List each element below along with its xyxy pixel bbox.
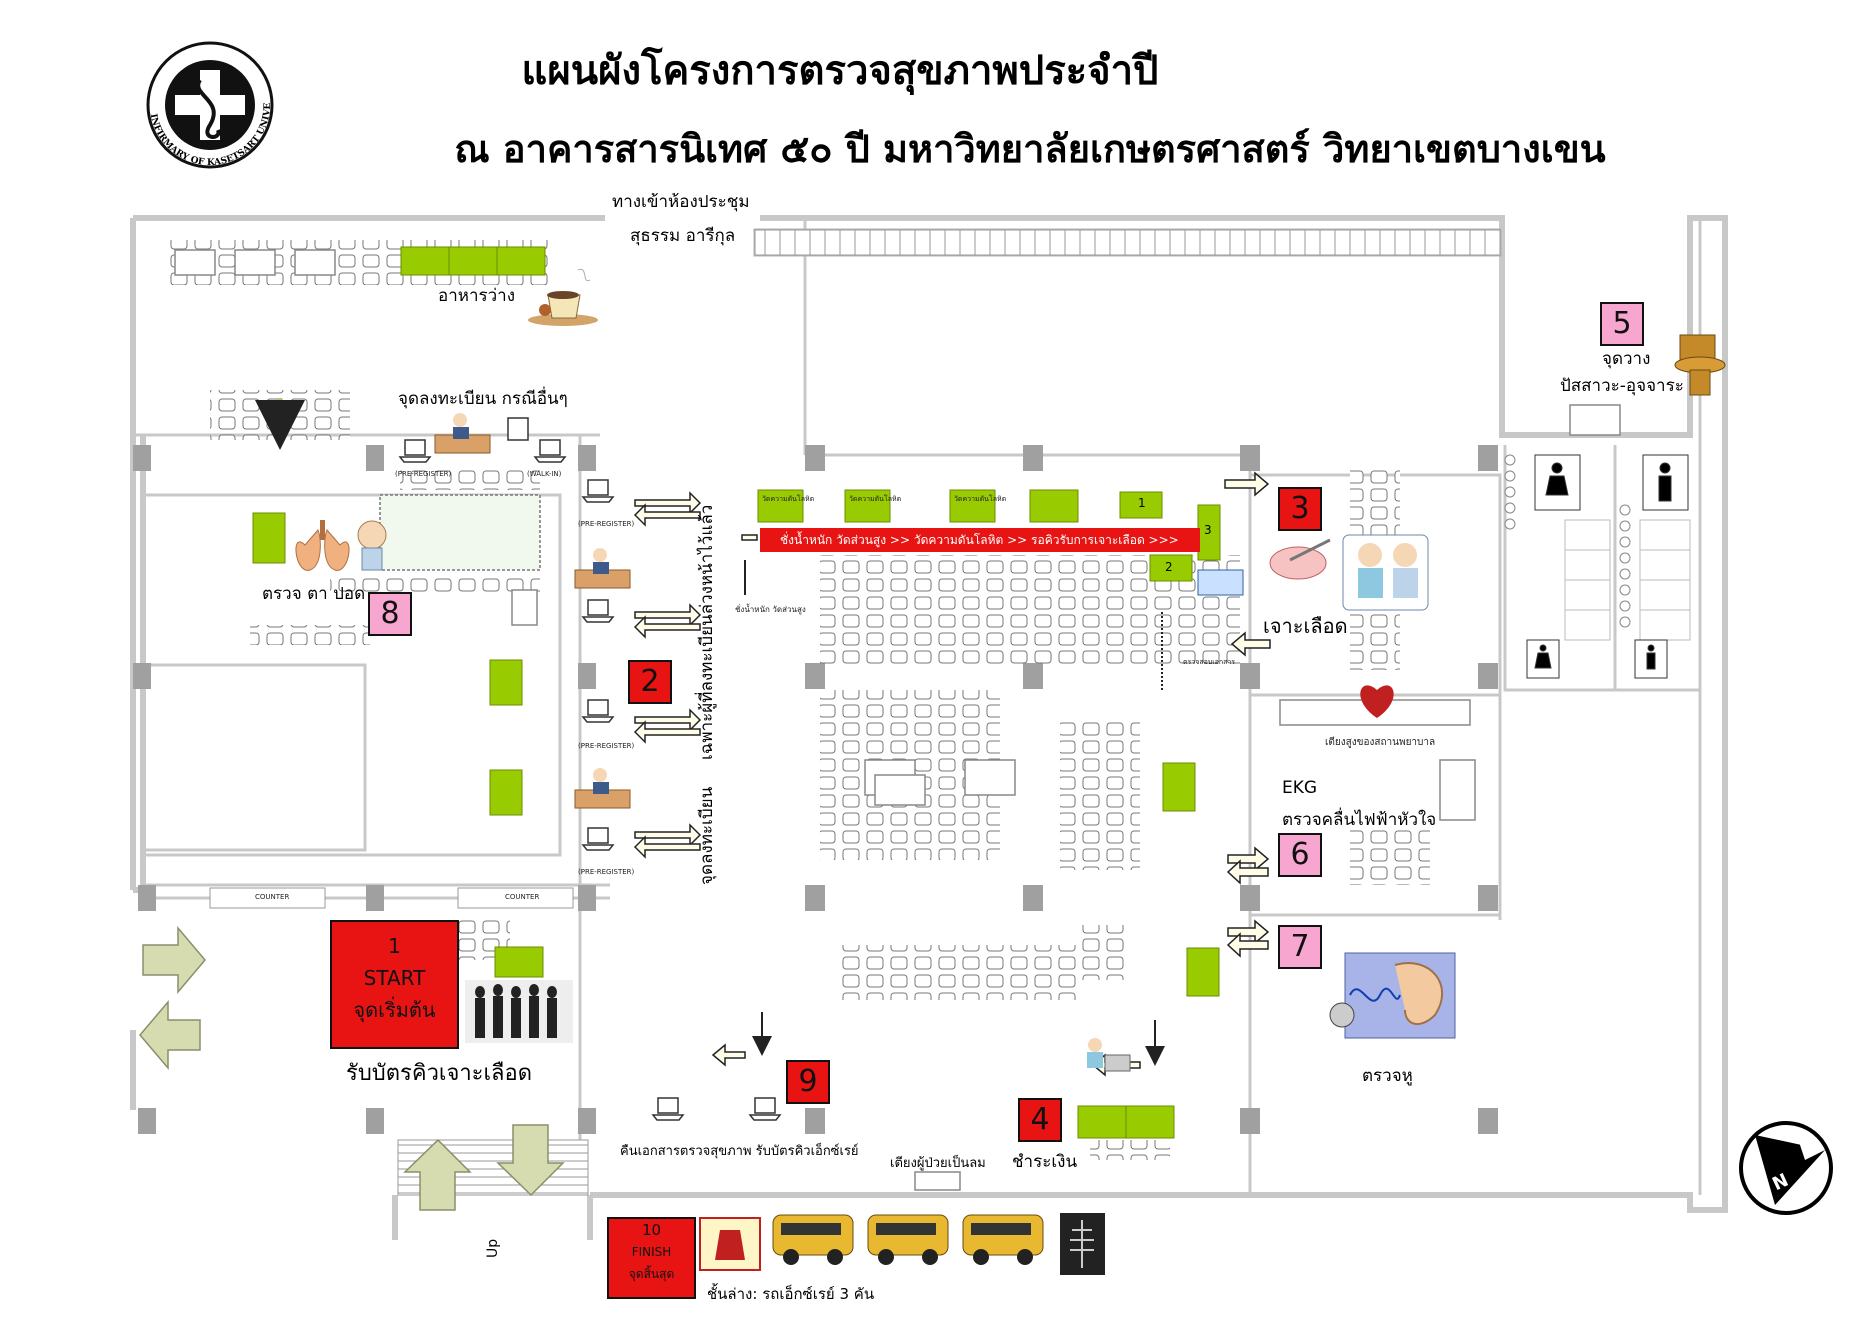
- xray-truck-icons: [699, 1213, 1105, 1275]
- ekg-label: EKG: [1282, 778, 1318, 798]
- weight-label: ชั่งน้ำหนัก วัดส่วนสูง: [735, 605, 806, 614]
- up-label: Up: [485, 1238, 501, 1258]
- station-1-label: 1: [1138, 496, 1146, 510]
- queue-people-icon: [465, 980, 573, 1043]
- heart-icon: [1360, 685, 1394, 718]
- page-subtitle: ณ อาคารสารนิเทศ ๕๐ ปี มหาวิทยาลัยเกษตรศา…: [454, 127, 1606, 171]
- eye-lung-label: ตรวจ ตา ปอด: [262, 584, 366, 604]
- station-1-number: 1: [388, 934, 401, 958]
- station-1-en: START: [363, 966, 426, 990]
- bp-label-2: วัดความดันโลหิต: [849, 495, 902, 503]
- flow-band: [760, 528, 1200, 552]
- page-title: แผนผังโครงการตรวจสุขภาพประจำปี: [521, 48, 1159, 94]
- toilet-label-1: จุดวาง: [1602, 349, 1651, 369]
- snack-label: อาหารว่าง: [438, 286, 516, 306]
- direction-lines: [255, 398, 1165, 1066]
- blood-draw-icon: [1197, 534, 1429, 611]
- downstairs-label: ชั้นล่าง: รถเอ็กซ์เรย์ 3 คัน: [707, 1285, 875, 1303]
- sinks: [1504, 454, 1631, 628]
- ear-label: ตรวจหู: [1362, 1066, 1413, 1086]
- bp-label-1: วัดความดันโลหิต: [762, 495, 815, 503]
- station-8-badge: 8: [368, 592, 412, 636]
- return-docs-label: คืนเอกสารตรวจสุขภาพ รับบัตรคิวเอ็กซ์เรย์: [620, 1144, 859, 1159]
- station-7-badge: 7: [1278, 925, 1322, 969]
- station-3-badge: 3: [1278, 487, 1322, 531]
- counter-label-2: COUNTER: [505, 893, 540, 901]
- coffee-icon: [528, 268, 598, 326]
- other-registration-label: จุดลงทะเบียน กรณีอื่นๆ: [398, 389, 568, 409]
- toilet-icon: [1674, 334, 1726, 396]
- pre-register-label-4: (PRE-REGISTER): [578, 868, 635, 876]
- station-10-en: FINISH: [631, 1245, 672, 1259]
- logo: [146, 41, 274, 169]
- station-10-number: 10: [641, 1221, 662, 1239]
- restroom-stalls: [1564, 519, 1691, 641]
- stairs-top: [754, 229, 1501, 256]
- toilet-label-2: ปัสสาวะ-อุจจาระ: [1560, 376, 1684, 396]
- walk-in-label: (WALK-IN): [527, 470, 562, 478]
- pre-register-label-1: (PRE-REGISTER): [395, 470, 452, 478]
- pre-registered-label: เฉพาะผู้ที่ลงทะเบียนล่วงหน้าไว้แล้ว: [697, 504, 717, 760]
- pre-register-label-2: (PRE-REGISTER): [578, 520, 635, 528]
- pre-register-label-3: (PRE-REGISTER): [578, 742, 635, 750]
- logo-ring-text: INFIRMARY OF KASETSART UNIVERSITY: [130, 25, 273, 168]
- bp-label-3: วัดความดันโลหิต: [954, 495, 1007, 503]
- station-1-start: 1 START จุดเริ่มต้น: [330, 920, 459, 1049]
- station-3-label: 3: [1204, 523, 1212, 537]
- counters: [209, 887, 574, 909]
- counter-label-1: COUNTER: [255, 893, 290, 901]
- station-10-th: จุดสิ้นสุด: [628, 1267, 675, 1281]
- restroom-signs: [1526, 454, 1689, 679]
- meeting-room-label-2: สุธรรม อารีกุล: [630, 226, 736, 246]
- doc-check-label: ตรวจสอบเอกสาร: [1183, 658, 1236, 666]
- compass-icon: [1739, 1121, 1833, 1215]
- station-5-badge: 5: [1600, 302, 1644, 346]
- station-2-badge: 2: [628, 660, 672, 704]
- patient-bed-label: เตียงผู้ป่วยเป็นลม: [890, 1156, 986, 1171]
- lungs-icon: [295, 520, 387, 571]
- flow-text: ชั่งน้ำหนัก วัดส่วนสูง >> วัดความดันโลหิ…: [780, 533, 1179, 547]
- station-2-label: 2: [1165, 560, 1173, 574]
- pillars: [133, 445, 1498, 1134]
- nurse-bed-label: เตียงสูงของสถานพยาบาล: [1325, 737, 1436, 748]
- station-1-th: จุดเริ่มต้น: [353, 998, 436, 1022]
- ear-icon: [1329, 952, 1456, 1039]
- registration-label: จุดลงทะเบียน: [697, 786, 717, 885]
- meeting-room-label-1: ทางเข้าห้องประชุม: [612, 192, 750, 212]
- station-6-badge: 6: [1278, 833, 1322, 877]
- tables: [174, 249, 1621, 1191]
- ekg-thai-label: ตรวจคลื่นไฟฟ้าหัวใจ: [1282, 810, 1437, 830]
- svg-text:INFIRMARY OF KASETSART UNIVERS: INFIRMARY OF KASETSART UNIVERSITY: [130, 25, 273, 168]
- registration-staff-icons: [434, 413, 1131, 1072]
- blood-label: เจาะเลือด: [1263, 614, 1348, 638]
- pay-label: ชำระเงิน: [1012, 1152, 1078, 1172]
- entrance-arrows: [139, 925, 565, 1211]
- station-10-finish: 10 FINISH จุดสิ้นสุด: [607, 1217, 696, 1299]
- laptop-icons: [398, 417, 782, 1121]
- station-9-badge: 9: [786, 1060, 830, 1104]
- green-desks: [252, 246, 1221, 1139]
- logo-text: INFIRMARY OF KASETSART UNIVERSITY: [130, 25, 273, 168]
- station-4-badge: 4: [1018, 1098, 1062, 1142]
- start-queue-label: รับบัตรคิวเจาะเลือด: [346, 1061, 533, 1086]
